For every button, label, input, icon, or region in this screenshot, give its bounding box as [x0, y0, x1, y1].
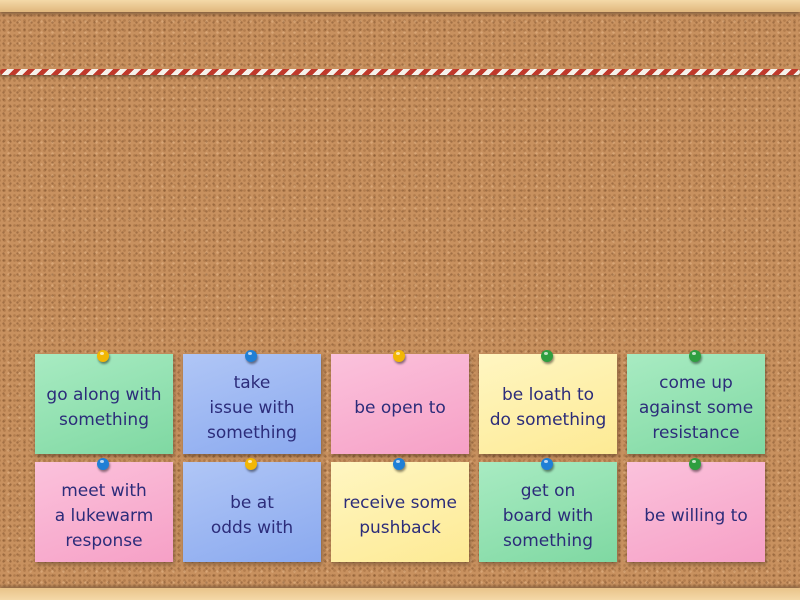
card-label: be open to [354, 397, 446, 418]
rope-line [0, 69, 800, 75]
card-label: meet with a lukewarm response [54, 480, 154, 551]
pushpin-icon [245, 350, 257, 362]
pushpin-icon [689, 350, 701, 362]
answer-card[interactable]: receive some pushback [331, 458, 469, 562]
card-label: come up against some resistance [638, 372, 754, 443]
board-frame-top [0, 0, 800, 12]
answer-card[interactable]: come up against some resistance [627, 350, 765, 454]
pushpin-icon [393, 458, 405, 470]
answer-card[interactable]: be willing to [627, 458, 765, 562]
card-label: take issue with something [206, 372, 297, 443]
pushpin-icon [97, 350, 109, 362]
answer-card[interactable]: be loath to do something [479, 350, 617, 454]
card-label: be willing to [644, 505, 748, 526]
board-frame-bottom [0, 588, 800, 600]
answer-card[interactable]: be at odds with [183, 458, 321, 562]
pushpin-icon [689, 458, 701, 470]
answer-card[interactable]: meet with a lukewarm response [35, 458, 173, 562]
card-label: be loath to do something [489, 385, 607, 430]
answer-card[interactable]: take issue with something [183, 350, 321, 454]
card-label: get on board with something [502, 480, 594, 551]
answer-card[interactable]: go along with something [35, 350, 173, 454]
pushpin-icon [541, 350, 553, 362]
card-label: go along with something [46, 385, 162, 430]
pushpin-icon [393, 350, 405, 362]
card-label: receive some pushback [343, 493, 457, 538]
answer-card[interactable]: get on board with something [479, 458, 617, 562]
pushpin-icon [245, 458, 257, 470]
answer-card[interactable]: be open to [331, 350, 469, 454]
card-label: be at odds with [210, 493, 294, 538]
pushpin-icon [541, 458, 553, 470]
pushpin-icon [97, 458, 109, 470]
